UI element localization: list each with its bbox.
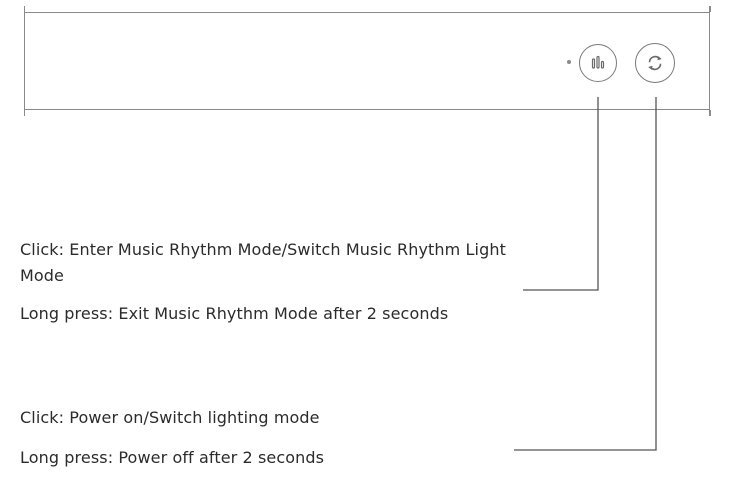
music-long-press-caption: Long press: Exit Music Rhythm Mode after… bbox=[20, 304, 449, 323]
power-switch-button[interactable] bbox=[635, 43, 675, 83]
power-long-press-caption: Long press: Power off after 2 seconds bbox=[20, 448, 325, 467]
music-button-leader-line bbox=[523, 97, 599, 291]
power-click-caption: Click: Power on/Switch lighting mode bbox=[20, 408, 320, 427]
bar-corner-tick bbox=[23, 6, 25, 12]
power-button-leader-line bbox=[514, 97, 657, 451]
music-rhythm-button[interactable] bbox=[579, 44, 617, 82]
microphone-dot bbox=[567, 60, 571, 64]
music-rhythm-icon bbox=[591, 55, 605, 69]
bar-corner-tick bbox=[709, 110, 711, 116]
bar-corner-tick bbox=[709, 6, 711, 12]
bar-corner-tick bbox=[23, 110, 25, 116]
power-switch-icon bbox=[648, 55, 662, 71]
music-click-caption: Click: Enter Music Rhythm Mode/Switch Mu… bbox=[20, 240, 506, 285]
